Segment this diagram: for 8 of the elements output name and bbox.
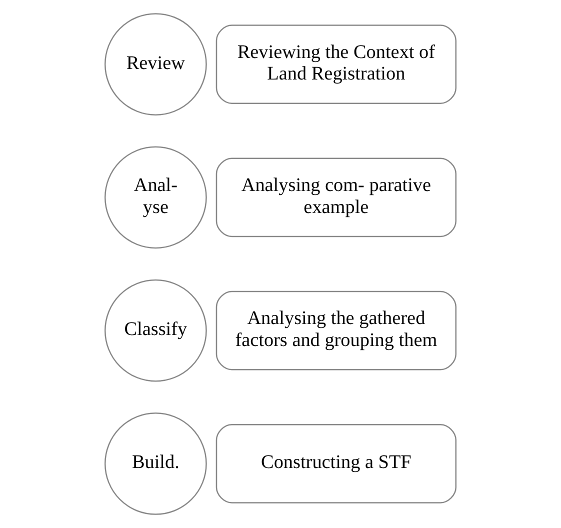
node-box: Reviewing the Context of Land Registration <box>216 24 457 104</box>
node-circle: Classify <box>104 279 207 382</box>
node-box: Constructing a STF <box>216 424 457 504</box>
node-circle: Review <box>104 13 207 116</box>
node-circle: Anal- yse <box>104 146 207 249</box>
node-box: Analysing com- parative example <box>216 158 457 238</box>
node-box: Analysing the gathered factors and grouping them <box>216 290 457 370</box>
node-circle: Build. <box>104 412 207 515</box>
